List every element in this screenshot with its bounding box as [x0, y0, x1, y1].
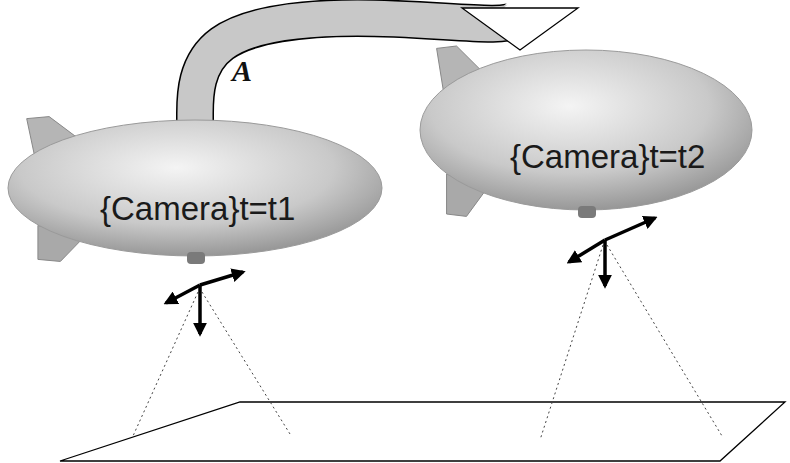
arrow-head — [462, 8, 578, 50]
node-label: {Camera}t=t2 — [510, 138, 705, 176]
blimp-node: {Camera}t=t2 — [420, 50, 752, 210]
blimp-hull — [8, 120, 382, 256]
blimp-shape — [8, 120, 382, 256]
camera-frame — [569, 218, 655, 286]
gondola — [578, 206, 596, 218]
camera-frame — [166, 272, 243, 334]
blimp-hull — [420, 50, 752, 210]
ground-plane — [60, 402, 785, 461]
node-text-box: {Camera}t=t2 — [510, 138, 705, 176]
node-text-box: {Camera}t=t1 — [100, 190, 295, 228]
transform-label: A — [229, 54, 255, 88]
view-lines — [133, 245, 722, 440]
blimp-shape — [420, 50, 752, 210]
blimp-node: {Camera}t=t1 — [8, 120, 382, 256]
node-label: {Camera}t=t1 — [100, 190, 295, 228]
gondola — [187, 252, 205, 264]
